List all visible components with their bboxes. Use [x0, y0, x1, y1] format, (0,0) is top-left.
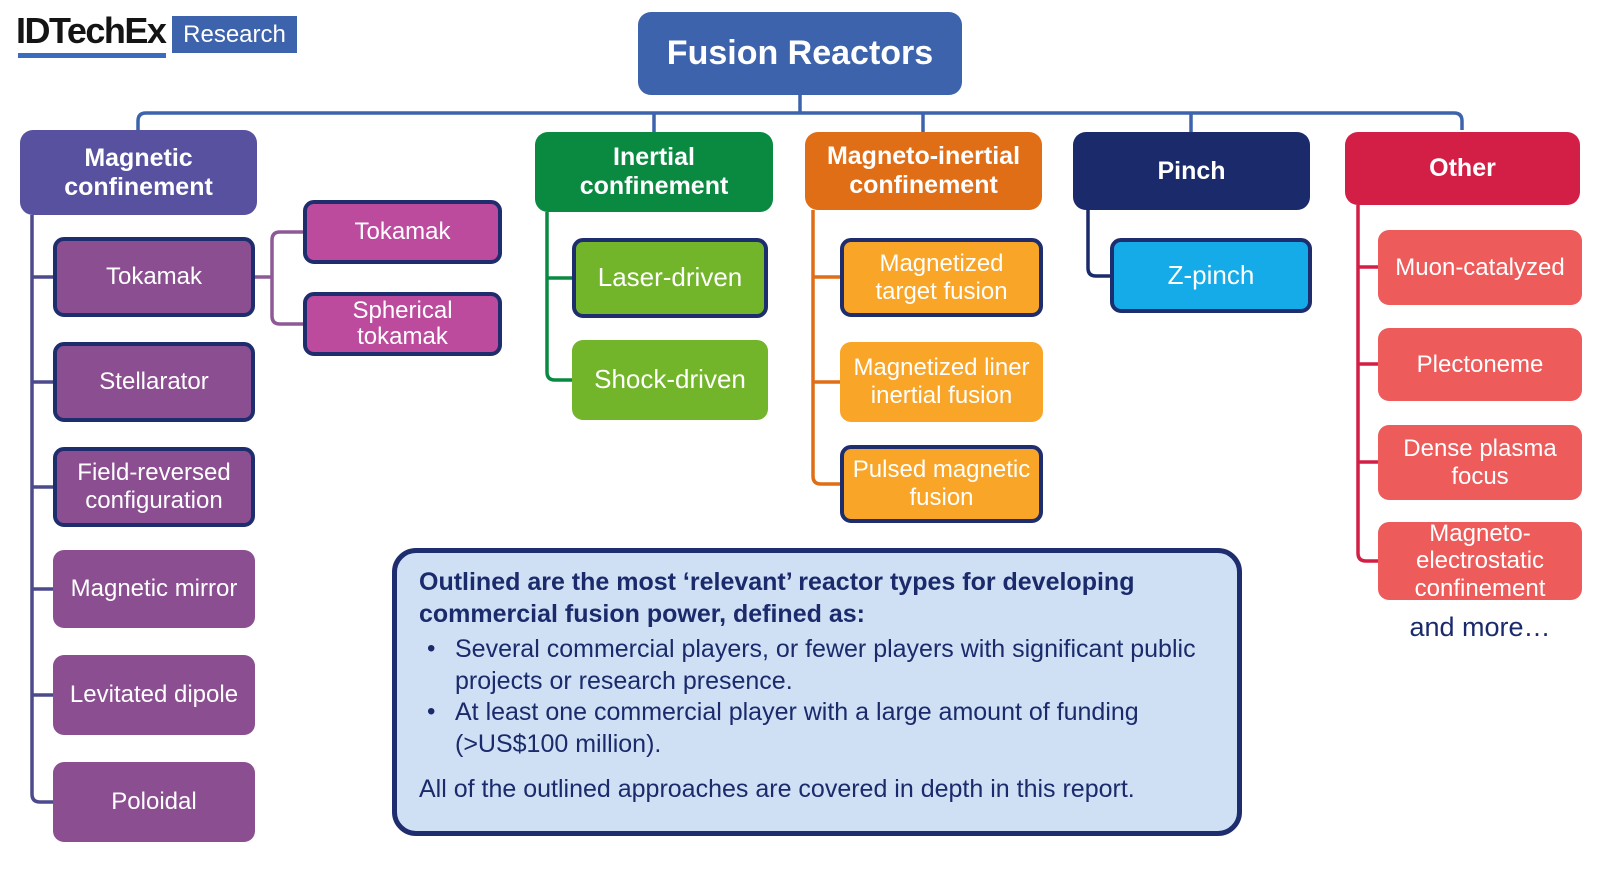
node-laser-driven: Laser-driven: [572, 238, 768, 318]
node-pulsed-magnetic-fusion: Pulsed magnetic fusion: [840, 445, 1043, 523]
connector-pinch: [1086, 210, 1110, 278]
connector-inertial: [545, 212, 572, 382]
connector-top-level: [136, 95, 1464, 132]
node-magnetized-liner-inertial-fusion: Magnetized liner inertial fusion: [840, 342, 1043, 422]
connector-magneto-inertial: [811, 210, 840, 486]
node-sub-tokamak: Tokamak: [303, 200, 502, 264]
node-plectoneme: Plectoneme: [1378, 328, 1582, 401]
branch-header-inertial-confinement: Inertial confinement: [535, 132, 773, 212]
and-more-label: and more…: [1409, 612, 1551, 642]
callout-bullet-1: Several commercial players, or fewer pla…: [419, 634, 1215, 697]
branch-header-other: Other: [1345, 132, 1580, 205]
branch-header-magneto-inertial-confinement: Magneto-inertial confinement: [805, 132, 1042, 210]
connector-other: [1356, 205, 1378, 563]
node-levitated-dipole: Levitated dipole: [53, 655, 255, 735]
callout-box: Outlined are the most ‘relevant’ reactor…: [392, 548, 1242, 836]
node-field-reversed-configuration: Field-reversed configuration: [53, 447, 255, 527]
connector-magnetic: [30, 215, 53, 804]
node-spherical-tokamak: Spherical tokamak: [303, 292, 502, 356]
idtechex-logo: IDTechEx: [16, 10, 167, 51]
node-magnetic-mirror: Magnetic mirror: [53, 550, 255, 628]
node-magnetized-target-fusion: Magnetized target fusion: [840, 238, 1043, 317]
node-tokamak: Tokamak: [53, 237, 255, 317]
node-shock-driven: Shock-driven: [572, 340, 768, 420]
branch-header-pinch: Pinch: [1073, 132, 1310, 210]
node-stellarator: Stellarator: [53, 342, 255, 422]
callout-heading: Outlined are the most ‘relevant’ reactor…: [419, 568, 1135, 628]
node-poloidal: Poloidal: [53, 762, 255, 842]
callout-footer: All of the outlined approaches are cover…: [419, 775, 1135, 803]
node-dense-plasma-focus: Dense plasma focus: [1378, 425, 1582, 500]
connector-tokamak-sub: [255, 230, 303, 326]
research-badge: Research: [172, 16, 297, 53]
callout-bullet-2: At least one commercial player with a la…: [419, 697, 1215, 760]
node-magneto-electrostatic-confinement: Magneto-electrostatic confinement: [1378, 520, 1582, 602]
logo-underline: [18, 53, 166, 58]
node-muon-catalyzed: Muon-catalyzed: [1378, 230, 1582, 305]
branch-header-magnetic-confinement: Magnetic confinement: [20, 130, 257, 215]
page-title: Fusion Reactors: [638, 12, 962, 95]
node-z-pinch: Z-pinch: [1110, 238, 1312, 313]
callout-bullet-list: Several commercial players, or fewer pla…: [419, 634, 1215, 760]
